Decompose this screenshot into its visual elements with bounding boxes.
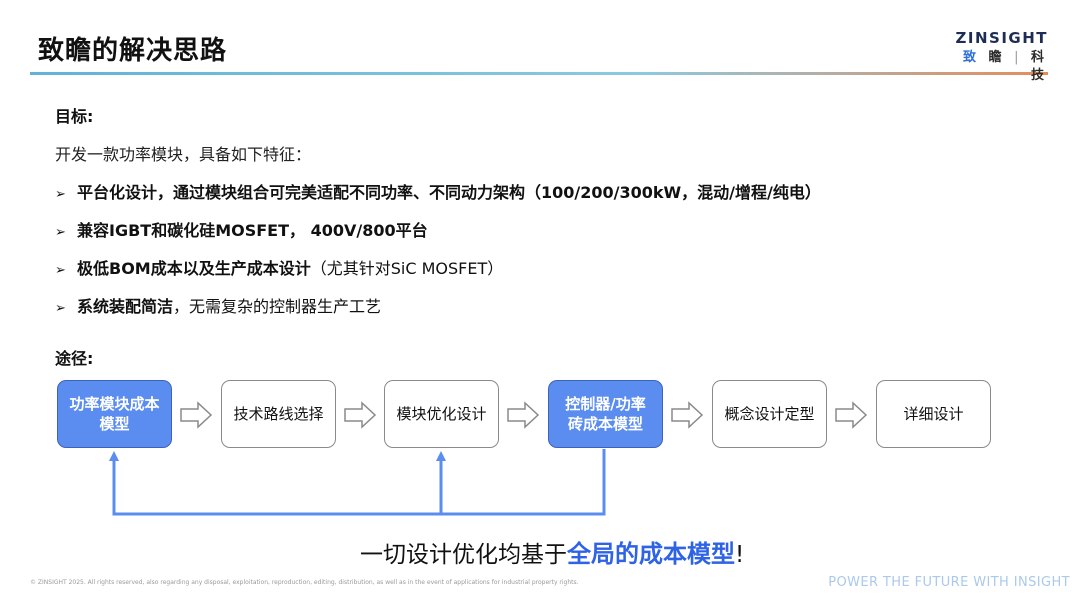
logo-chinese: 致 瞻 | 科 技 [938,49,1048,85]
logo-separator: | [1014,50,1023,65]
step-cost-model-controller: 控制器/功率砖成本模型 [548,380,663,448]
hollow-right-arrow-icon [180,401,213,429]
goal-label: 目标: [55,107,94,126]
step-module-optimization: 模块优化设计 [384,380,499,448]
arrow-bullet-icon: ➢ [55,301,66,316]
goal-bullet: ➢平台化设计，通过模块组合可完美适配不同功率、不同动力架构（100/200/30… [55,183,821,202]
step-cost-model-module: 功率模块成本模型 [57,380,172,448]
step-tech-route: 技术路线选择 [221,380,336,448]
arrow-bullet-icon: ➢ [55,225,66,240]
logo-char-4: 技 [1030,68,1048,83]
copyright-notice: © ZINSIGHT 2025. All rights reserved, al… [30,579,579,586]
company-logo: ZINSIGHT 致 瞻 | 科 技 [938,30,1048,85]
logo-char-3: 科 [1030,50,1048,65]
hollow-right-arrow-icon [344,401,377,429]
slogan-emphasis: 全局的成本模型 [567,540,735,568]
goal-bullet: ➢系统装配简洁，无需复杂的控制器生产工艺 [55,297,382,316]
logo-wordmark: ZINSIGHT [955,29,1048,47]
goal-bullet: ➢兼容IGBT和碳化硅MOSFET， 400V/800平台 [55,221,428,240]
path-label: 途径: [55,349,94,368]
logo-char-2: 瞻 [988,50,1006,65]
title-divider [30,72,1048,75]
hollow-right-arrow-icon [671,401,704,429]
arrow-bullet-icon: ➢ [55,263,66,278]
step-detailed-design: 详细设计 [876,380,991,448]
feedback-line [109,449,606,516]
arrow-bullet-icon: ➢ [55,187,66,202]
hollow-right-arrow-icon [835,401,868,429]
logo-char-1: 致 [962,50,980,65]
goal-intro: 开发一款功率模块，具备如下特征： [55,145,312,164]
hollow-right-arrow-icon [507,401,540,429]
goal-bullet: ➢极低BOM成本以及生产成本设计（尤其针对SiC MOSFET） [55,259,504,278]
page-title: 致瞻的解决思路 [38,36,228,66]
footer-tagline: POWER THE FUTURE WITH INSIGHT [828,575,1070,590]
step-concept-design: 概念设计定型 [712,380,827,448]
slogan: 一切设计优化均基于全局的成本模型! [360,540,745,568]
